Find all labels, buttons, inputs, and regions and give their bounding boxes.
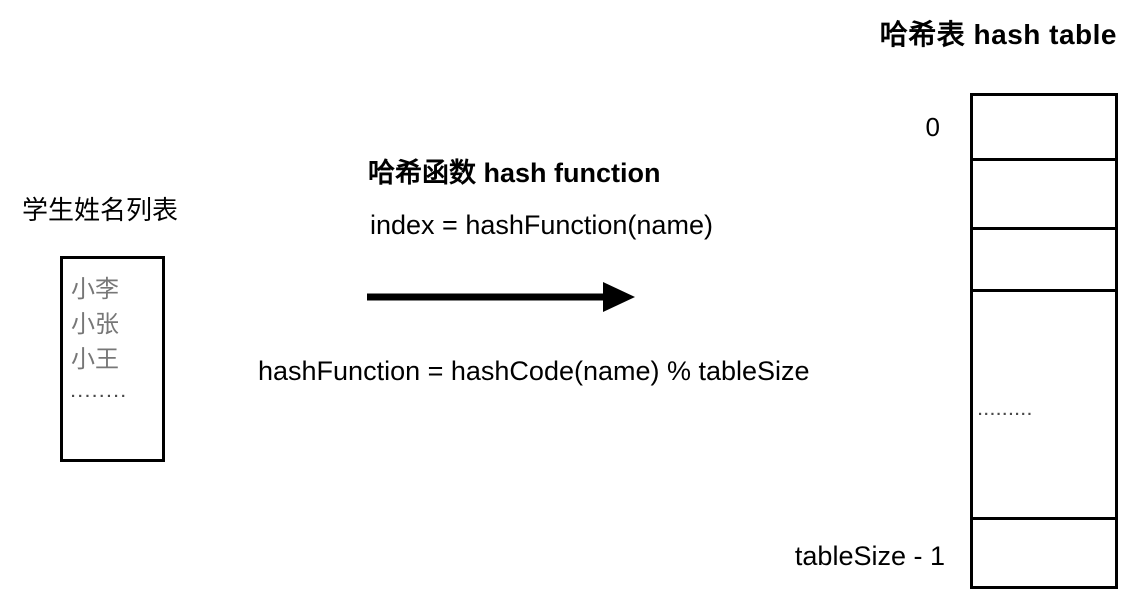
student-list-label: 学生姓名列表 (22, 195, 179, 225)
student-name: 小李 (71, 276, 119, 303)
hash-table-title: 哈希表 hash table (879, 19, 1117, 50)
hash-table-cell (973, 96, 1115, 161)
hash-function-formula-text: hashFunction = hashCode(name) % tableSiz… (258, 356, 810, 386)
index-zero-label: 0 (925, 112, 940, 142)
hash-table-cell (973, 520, 1115, 586)
index-formula-text: index = hashFunction(name) (370, 210, 713, 240)
hash-function-title: 哈希函数 hash function (368, 158, 661, 188)
hash-table-cell (973, 230, 1115, 292)
student-list-box: 小李 小张 小王 ........ (60, 256, 165, 462)
hash-table-cell-ellipsis: ......... (973, 292, 1115, 520)
hash-table-cell (973, 161, 1115, 230)
student-name: 小张 (71, 311, 119, 338)
right-arrow-icon (367, 282, 635, 312)
index-tablesize-minus-one-label: tableSize - 1 (794, 541, 945, 571)
hash-table-ellipsis: ......... (978, 402, 1034, 419)
student-list-ellipsis: ........ (71, 384, 129, 401)
student-name: 小王 (71, 346, 119, 373)
hash-table-box: ......... (970, 93, 1118, 589)
